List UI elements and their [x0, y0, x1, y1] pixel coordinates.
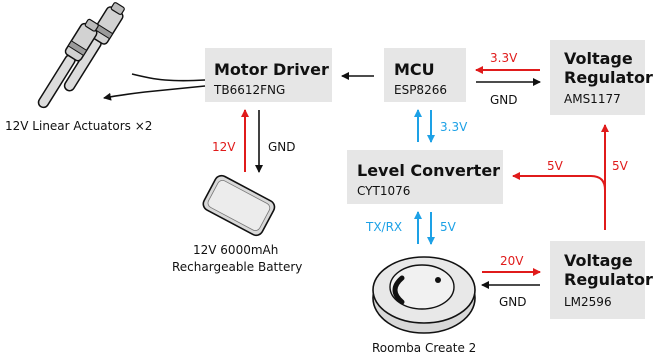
mcu-block: MCU ESP8266	[384, 48, 466, 102]
gnd-top-label: GND	[490, 93, 518, 107]
v20-label: 20V	[500, 254, 524, 268]
roomba-icon	[372, 256, 476, 334]
driver-to-actuator2-wire	[103, 85, 206, 101]
regulator-top-title-line1: Voltage	[564, 49, 633, 68]
v5-bottom-label: 5V	[440, 220, 457, 234]
battery-icon	[202, 174, 276, 237]
motor-driver-subtitle: TB6612FNG	[213, 83, 285, 97]
actuators-caption: 12V Linear Actuators ×2	[5, 119, 152, 133]
gnd-left-label: GND	[268, 140, 296, 154]
v5-right-label: 5V	[612, 159, 629, 173]
motor-driver-title: Motor Driver	[214, 60, 329, 79]
mcu-subtitle: ESP8266	[394, 83, 447, 97]
regulator-bottom-subtitle: LM2596	[564, 295, 612, 309]
regulator-bottom-block: Voltage Regulator LM2596	[550, 241, 653, 319]
battery-caption-line1: 12V 6000mAh	[193, 243, 278, 257]
motor-driver-block: Motor Driver TB6612FNG	[205, 48, 332, 102]
battery-caption-line2: Rechargeable Battery	[172, 260, 302, 274]
linear-actuator-icon	[37, 2, 125, 109]
v5-left-arrow	[512, 172, 606, 230]
level-converter-title: Level Converter	[357, 161, 500, 180]
driver-to-actuator1-wire	[131, 73, 206, 82]
level-converter-subtitle: CYT1076	[357, 184, 410, 198]
v5-left-label: 5V	[547, 159, 564, 173]
regulator-top-title-line2: Regulator	[564, 68, 653, 87]
regulator-top-block: Voltage Regulator AMS1177	[550, 40, 653, 115]
regulator-bottom-title-line1: Voltage	[564, 251, 633, 270]
regulator-top-subtitle: AMS1177	[564, 92, 621, 106]
v12-label: 12V	[212, 140, 236, 154]
txrx-label: TX/RX	[365, 220, 402, 234]
level-converter-block: Level Converter CYT1076	[347, 150, 503, 204]
mcu-title: MCU	[394, 60, 435, 79]
roomba-caption: Roomba Create 2	[372, 341, 476, 355]
gnd-bottom-label: GND	[499, 295, 527, 309]
v33-top-label: 3.3V	[490, 51, 518, 65]
regulator-bottom-title-line2: Regulator	[564, 270, 653, 289]
v33-mid-label: 3.3V	[440, 120, 468, 134]
